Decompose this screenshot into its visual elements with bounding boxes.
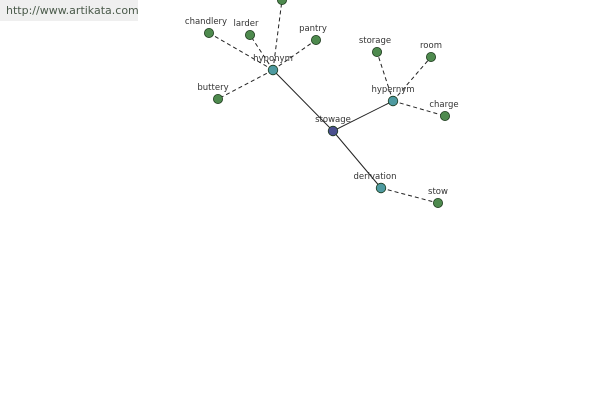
leaf-charge-node[interactable] <box>439 111 450 122</box>
leaf-storage-label[interactable]: storage <box>359 36 391 46</box>
leaf-larder-label[interactable]: larder <box>233 19 259 29</box>
edge-hyponym-buttery <box>217 69 274 100</box>
center-stowage-label[interactable]: stowage <box>315 115 351 125</box>
leaf-offscreen-node[interactable] <box>277 0 287 5</box>
relation-hyponym-node[interactable] <box>267 64 279 76</box>
edge-derivation-stow <box>380 187 439 204</box>
leaf-stow-node[interactable] <box>432 197 443 208</box>
edge-hyponym-pantry <box>272 39 317 71</box>
edge-hyponym-chandlery <box>208 32 274 71</box>
leaf-charge-label[interactable]: charge <box>429 100 458 110</box>
leaf-pantry-node[interactable] <box>310 35 321 46</box>
edge-center-derivation <box>332 130 382 189</box>
relation-derivation-node[interactable] <box>375 182 387 194</box>
leaf-chandlery-node[interactable] <box>203 27 214 38</box>
edge-hypernym-charge <box>392 100 446 117</box>
edge-center-hyponym <box>272 69 334 132</box>
relation-hyponym-label[interactable]: hyponym <box>253 54 293 64</box>
center-stowage-node[interactable] <box>327 125 339 137</box>
edge-hypernym-storage <box>376 51 394 102</box>
edge-hypernym-room <box>392 56 432 102</box>
leaf-room-node[interactable] <box>425 52 436 63</box>
url-label[interactable]: http://www.artikata.com <box>0 0 139 21</box>
leaf-chandlery-label[interactable]: chandlery <box>185 17 227 27</box>
edge-center-hypernym <box>332 100 394 132</box>
leaf-storage-node[interactable] <box>371 47 382 58</box>
relation-hypernym-node[interactable] <box>387 95 399 107</box>
relation-derivation-label[interactable]: derivation <box>353 172 396 182</box>
edge-hyponym-larder <box>249 34 274 71</box>
leaf-stow-label[interactable]: stow <box>428 187 448 197</box>
relation-hypernym-label[interactable]: hypernym <box>371 85 414 95</box>
leaf-buttery-node[interactable] <box>212 94 223 105</box>
leaf-room-label[interactable]: room <box>420 41 442 51</box>
leaf-larder-node[interactable] <box>244 29 255 40</box>
leaf-buttery-label[interactable]: buttery <box>197 83 228 93</box>
edge-hyponym-offscreen <box>272 0 283 71</box>
leaf-pantry-label[interactable]: pantry <box>299 24 327 34</box>
